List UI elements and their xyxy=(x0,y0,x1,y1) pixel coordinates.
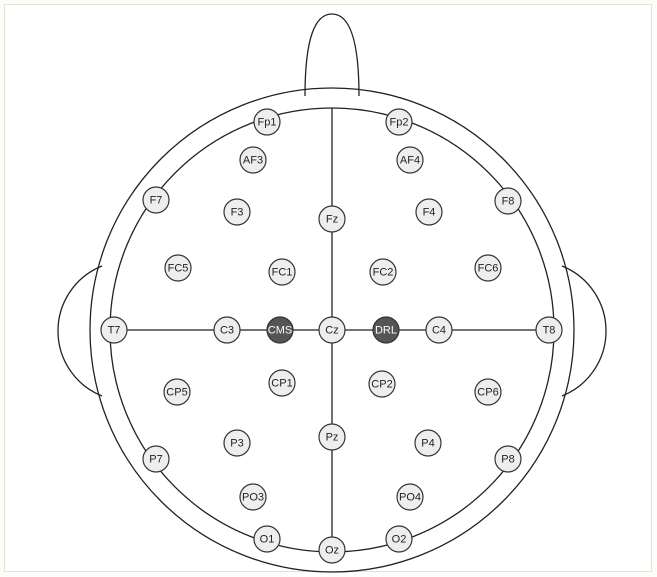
electrode-f8: F8 xyxy=(495,188,521,214)
electrode-oz: Oz xyxy=(319,537,345,563)
electrode-oz-label: Oz xyxy=(325,545,339,557)
electrode-cp5: CP5 xyxy=(164,379,190,405)
electrode-pz: Pz xyxy=(319,424,345,450)
electrode-cp6: CP6 xyxy=(475,379,501,405)
electrode-af3-label: AF3 xyxy=(243,155,263,167)
electrode-f4-label: F4 xyxy=(423,207,436,219)
electrode-c3-label: C3 xyxy=(220,325,234,337)
electrode-f7-label: F7 xyxy=(150,195,163,207)
electrode-p3: P3 xyxy=(224,430,250,456)
electrode-pz-label: Pz xyxy=(326,432,339,444)
electrode-fc1: FC1 xyxy=(269,259,295,285)
electrode-o2-label: O2 xyxy=(392,534,407,546)
electrode-t7: T7 xyxy=(101,317,127,343)
electrode-fc1-label: FC1 xyxy=(272,267,293,279)
electrode-p8-label: P8 xyxy=(501,454,514,466)
electrode-fc2: FC2 xyxy=(370,259,396,285)
electrode-cz: Cz xyxy=(319,317,345,343)
head-outline xyxy=(58,14,606,572)
electrode-c4-label: C4 xyxy=(432,325,446,337)
electrode-fz-label: Fz xyxy=(326,214,338,226)
right-ear-icon xyxy=(562,266,606,396)
electrode-f4: F4 xyxy=(416,199,442,225)
electrode-t7-label: T7 xyxy=(108,325,121,337)
electrode-p7: P7 xyxy=(143,446,169,472)
electrode-fp2-label: Fp2 xyxy=(390,117,409,129)
electrode-cp1: CP1 xyxy=(269,370,295,396)
electrode-fp1-label: Fp1 xyxy=(258,117,277,129)
electrode-o2: O2 xyxy=(386,526,412,552)
electrode-fp1: Fp1 xyxy=(254,109,280,135)
electrode-cms: CMS xyxy=(267,317,293,343)
electrode-cp2-label: CP2 xyxy=(371,379,392,391)
electrode-cp1-label: CP1 xyxy=(271,378,292,390)
electrode-cp5-label: CP5 xyxy=(166,387,187,399)
electrode-af4-label: AF4 xyxy=(400,155,420,167)
electrode-cz-label: Cz xyxy=(325,325,338,337)
electrode-c4: C4 xyxy=(426,317,452,343)
electrode-o1-label: O1 xyxy=(260,534,275,546)
electrode-af3: AF3 xyxy=(240,147,266,173)
electrode-t8: T8 xyxy=(536,317,562,343)
electrode-fc6: FC6 xyxy=(475,255,501,281)
left-ear-icon xyxy=(58,266,102,396)
electrode-f8-label: F8 xyxy=(502,196,515,208)
electrode-fc6-label: FC6 xyxy=(478,263,499,275)
electrode-fz: Fz xyxy=(319,206,345,232)
electrode-drl: DRL xyxy=(373,317,399,343)
electrode-f3: F3 xyxy=(224,199,250,225)
electrode-p3-label: P3 xyxy=(230,438,243,450)
electrode-p4-label: P4 xyxy=(421,438,434,450)
electrode-p8: P8 xyxy=(495,446,521,472)
electrode-po3: PO3 xyxy=(240,484,266,510)
electrode-t8-label: T8 xyxy=(543,325,556,337)
electrode-cp6-label: CP6 xyxy=(477,387,498,399)
electrode-f7: F7 xyxy=(143,187,169,213)
electrode-po3-label: PO3 xyxy=(242,492,264,504)
nose-icon xyxy=(305,14,359,96)
electrode-c3: C3 xyxy=(214,317,240,343)
electrode-po4-label: PO4 xyxy=(399,492,421,504)
electrode-fp2: Fp2 xyxy=(386,109,412,135)
electrode-cms-label: CMS xyxy=(268,325,292,337)
electrode-fc2-label: FC2 xyxy=(373,267,394,279)
electrode-p7-label: P7 xyxy=(149,454,162,466)
electrode-fc5-label: FC5 xyxy=(168,263,189,275)
electrode-p4: P4 xyxy=(415,430,441,456)
electrode-af4: AF4 xyxy=(397,147,423,173)
electrode-drl-label: DRL xyxy=(375,325,397,337)
electrode-o1: O1 xyxy=(254,526,280,552)
electrode-cp2: CP2 xyxy=(369,371,395,397)
electrode-fc5: FC5 xyxy=(165,255,191,281)
electrode-po4: PO4 xyxy=(397,484,423,510)
electrode-f3-label: F3 xyxy=(231,207,244,219)
